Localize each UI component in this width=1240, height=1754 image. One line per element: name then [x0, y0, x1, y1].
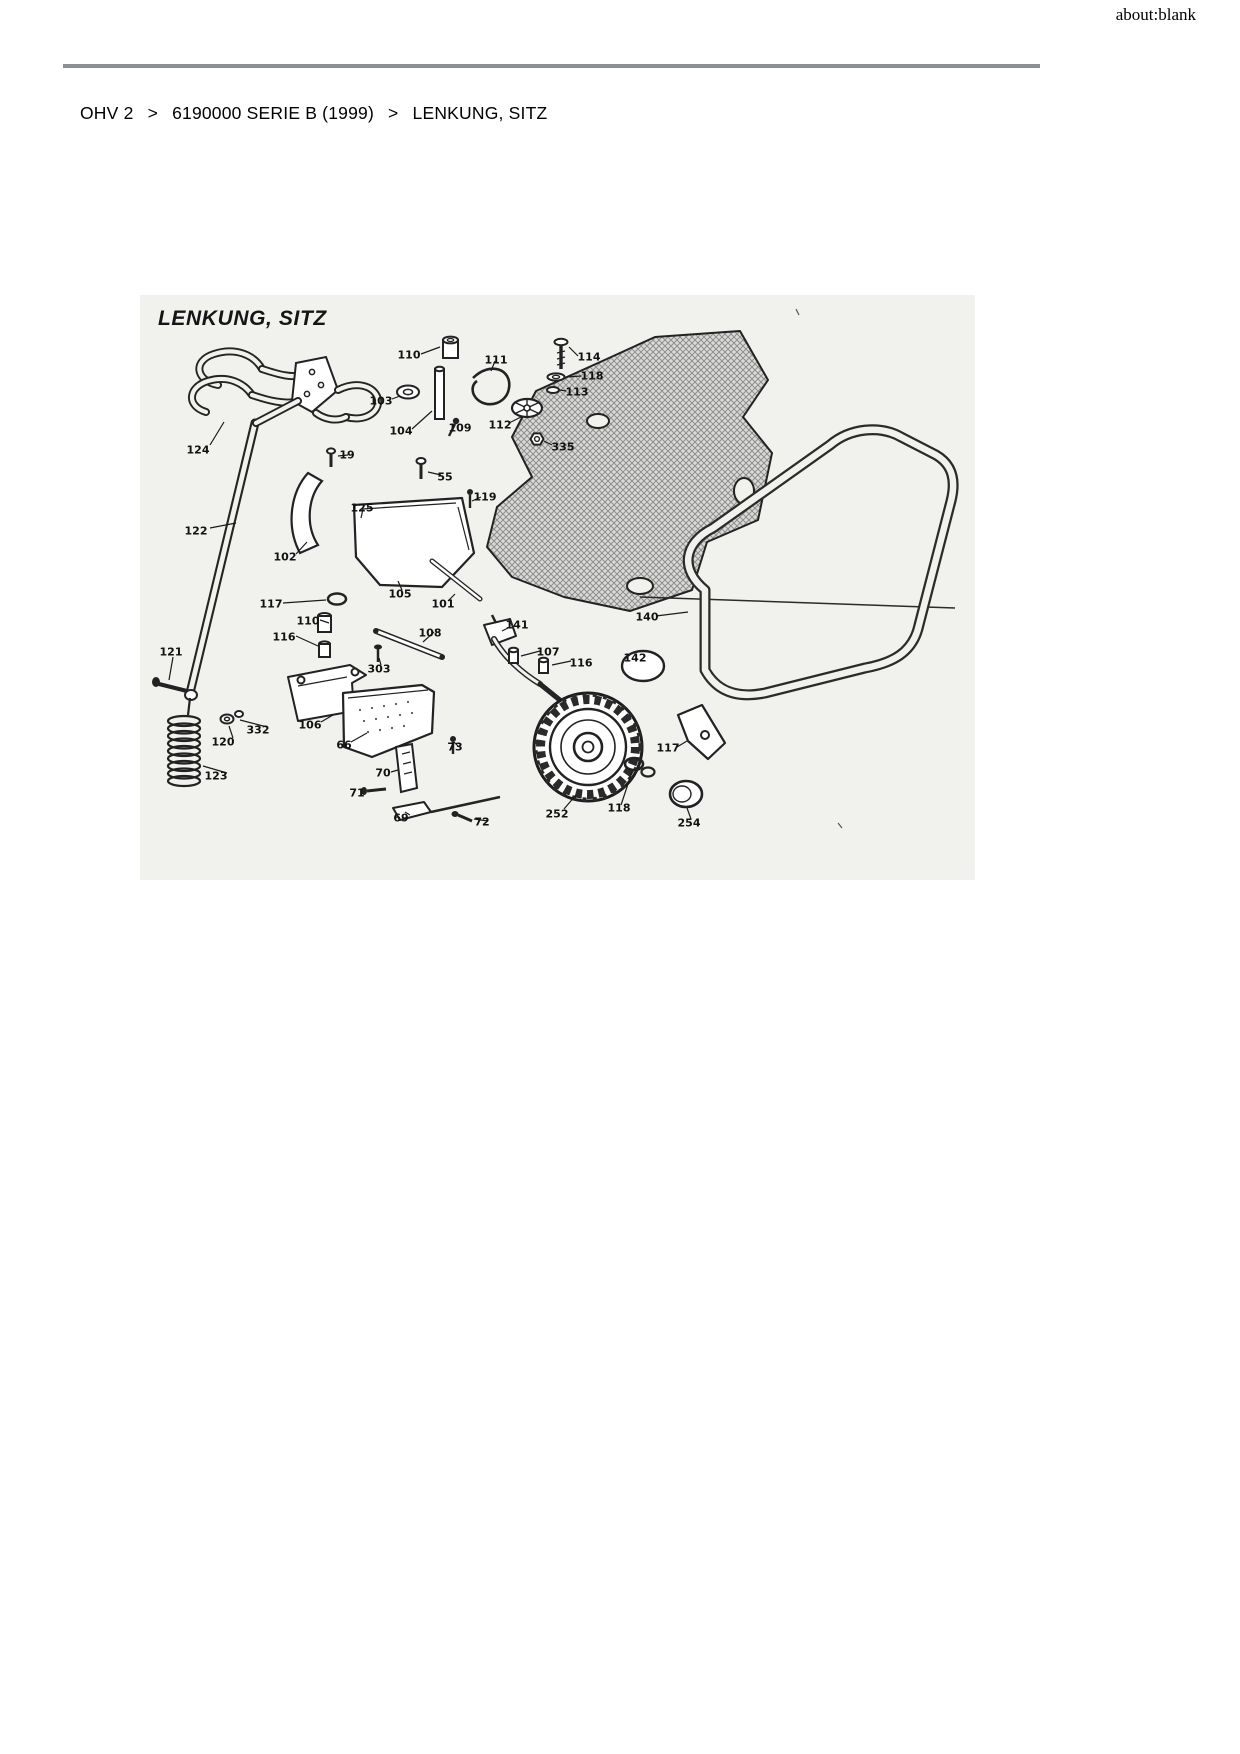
part-number-label: 123 — [204, 769, 228, 783]
print-header: about:blank — [1116, 5, 1196, 25]
exploded-view-drawing — [152, 308, 959, 829]
seat-panel — [486, 330, 773, 612]
part-number-label: 303 — [367, 662, 391, 676]
print-header-url: about:blank — [1115, 5, 1196, 24]
wheel-hardware — [623, 703, 727, 809]
steering-hardware — [396, 335, 569, 446]
part-number-label: 103 — [369, 394, 393, 408]
part-number-label: 116 — [569, 656, 593, 670]
part-number-label: 332 — [246, 723, 270, 737]
part-number-label: 116 — [272, 630, 296, 644]
tie-rod — [373, 628, 445, 662]
part-number-label: 112 — [488, 418, 512, 432]
part-number-label: 109 — [448, 421, 472, 435]
part-number-label: 105 — [388, 587, 412, 601]
part-number-label: 106 — [298, 718, 322, 732]
part-number-label: 335 — [551, 440, 575, 454]
part-number-label: 107 — [536, 645, 560, 659]
part-number-label: 252 — [545, 807, 569, 821]
part-number-label: 254 — [677, 816, 701, 830]
spring — [166, 697, 202, 788]
part-number-label: 110 — [397, 348, 421, 362]
part-number-label: 71 — [349, 786, 365, 800]
part-number-label: 66 — [336, 738, 352, 752]
steering-column — [184, 397, 302, 701]
part-number-label: 108 — [418, 626, 442, 640]
breadcrumb-separator: > — [147, 103, 159, 123]
part-number-label: 110 — [296, 614, 320, 628]
breadcrumb-item-model: OHV 2 — [80, 103, 134, 123]
part-number-label: 124 — [186, 443, 210, 457]
part-number-label: 111 — [484, 353, 508, 367]
part-number-label: 142 — [623, 651, 647, 665]
part-number-label: 114 — [577, 350, 601, 364]
part-number-label: 141 — [505, 618, 529, 632]
part-number-label: 101 — [431, 597, 455, 611]
breadcrumb: OHV 2 > 6190000 SERIE B (1999) > LENKUNG… — [80, 103, 547, 124]
diagram-title: LENKUNG, SITZ — [158, 307, 327, 330]
part-number-label: 72 — [474, 815, 490, 829]
part-number-label: 113 — [565, 385, 589, 399]
breadcrumb-item-series: 6190000 SERIE B (1999) — [172, 103, 374, 123]
console-parts — [290, 447, 483, 602]
footrest — [341, 683, 501, 823]
caster-assembly — [483, 614, 666, 708]
seat-frame — [639, 424, 959, 701]
bolt-and-washers — [152, 677, 244, 725]
part-number-label: 69 — [393, 811, 409, 825]
part-number-label: 121 — [159, 645, 183, 659]
part-number-label: 118 — [580, 369, 604, 383]
breadcrumb-item-section: LENKUNG, SITZ — [412, 103, 548, 123]
part-number-label: 117 — [259, 597, 283, 611]
part-number-label: 118 — [607, 801, 631, 815]
part-number-label: 122 — [184, 524, 208, 538]
part-number-label: 125 — [350, 501, 374, 515]
part-number-label: 73 — [447, 740, 463, 754]
part-number-label: 102 — [273, 550, 297, 564]
front-wheel — [532, 691, 644, 803]
leader-lines — [168, 346, 692, 822]
part-number-label: 117 — [656, 741, 680, 755]
scan-marks — [795, 308, 843, 829]
part-number-label: 55 — [437, 470, 453, 484]
part-number-label: 104 — [389, 424, 413, 438]
part-number-label: 19 — [339, 448, 355, 462]
part-number-label: 70 — [375, 766, 391, 780]
part-number-label: 140 — [635, 610, 659, 624]
parts-diagram: LENKUNG, SITZ 110 111 114 118 113 103 104 109 11… — [140, 295, 975, 880]
part-number-label: 120 — [211, 735, 235, 749]
part-number-label: 119 — [473, 490, 497, 504]
divider-rule — [63, 64, 1040, 68]
breadcrumb-separator: > — [388, 103, 399, 123]
